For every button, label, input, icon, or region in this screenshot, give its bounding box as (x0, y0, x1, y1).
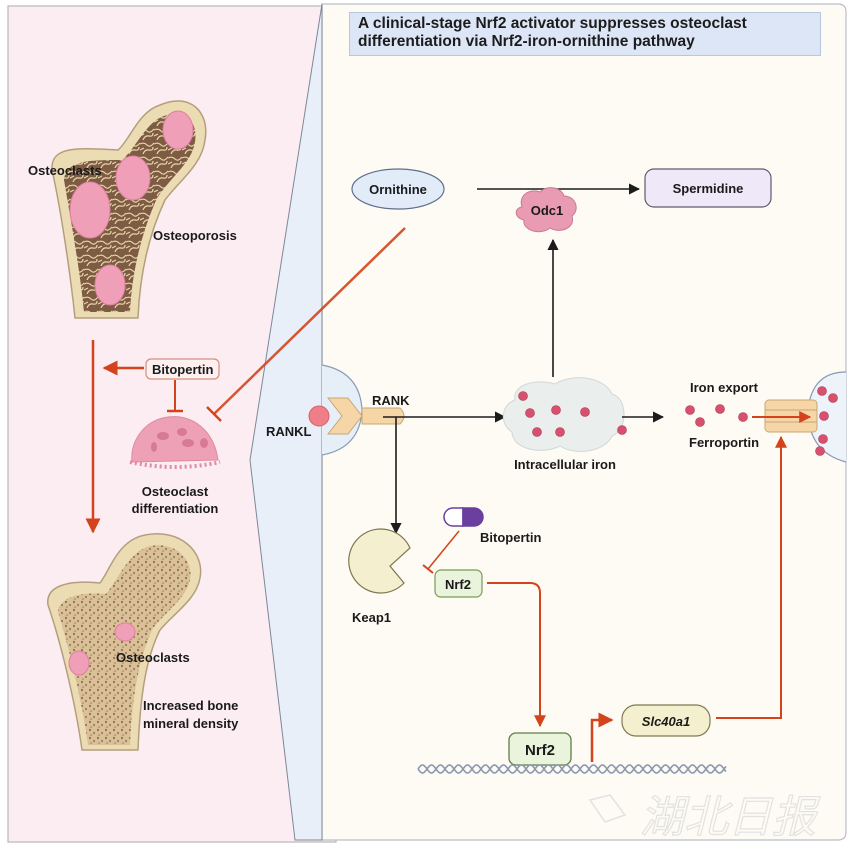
odc1-label: Odc1 (531, 203, 564, 218)
outcome-label-line2: mineral density (143, 716, 239, 731)
osteoporotic-femur (51, 100, 207, 319)
osteoclasts-label-bottom: Osteoclasts (116, 650, 190, 665)
osteoclast-icon (94, 264, 126, 306)
ornithine-label: Ornithine (369, 182, 427, 197)
spermidine-label: Spermidine (673, 181, 744, 196)
intracellular-iron-label: Intracellular iron (514, 457, 616, 472)
osteoclast-icon (69, 181, 111, 239)
title-line-1: A clinical-stage Nrf2 activator suppress… (358, 15, 747, 32)
osteoclast-icon (114, 622, 136, 642)
dna-strand-b (417, 764, 727, 774)
nrf2-cytoplasm-label: Nrf2 (445, 577, 471, 592)
transcription-arrow (590, 712, 614, 762)
watermark-logo-icon (588, 794, 627, 823)
slc40a1-label: Slc40a1 (642, 714, 690, 729)
iron-export-label: Iron export (690, 380, 759, 395)
osteoporosis-label: Osteoporosis (153, 228, 237, 243)
osteoclast-icon (68, 650, 90, 676)
rank-receptor (326, 397, 363, 435)
bitopertin-pill-icon (443, 507, 484, 527)
keap1-protein (348, 528, 411, 594)
osteoclast-icon (162, 110, 194, 150)
nrf2-cytoplasm-node (434, 569, 483, 598)
rankl-label: RANKL (266, 424, 312, 439)
bitopertin-label: Bitopertin (480, 530, 541, 545)
ornithine-node (351, 168, 445, 210)
dna-helix (417, 764, 727, 774)
odc1-enzyme (515, 187, 577, 233)
nrf2-nuclear-label: Nrf2 (525, 742, 555, 759)
title-line-2: differentiation via Nrf2-iron-ornithine … (358, 33, 695, 50)
bitopertin-left-label: Bitopertin (152, 362, 213, 377)
ferroportin-label: Ferroportin (689, 435, 759, 450)
osteoclast-label-line2: differentiation (132, 501, 219, 516)
ornithine-inhibition-line (213, 227, 406, 415)
keap1-label: Keap1 (352, 610, 391, 625)
bitopertin-left-box (145, 358, 220, 380)
spermidine-node (644, 168, 772, 208)
osteoclast-icon (115, 155, 151, 201)
exported-iron-particles (685, 404, 748, 427)
outcome-label-line1: Increased bone (143, 698, 238, 713)
slc40a1-to-ferroportin-arrow (716, 435, 787, 719)
extracellular-iron (815, 386, 838, 456)
osteoclast-cell (129, 416, 221, 469)
bitopertin-keap1-inhibition (427, 530, 460, 570)
rankl-ligand (308, 405, 330, 427)
intracellular-iron-pool (502, 377, 625, 452)
rank-label: RANK (372, 393, 410, 408)
iron-particles (518, 391, 627, 437)
osteoclast-label-line1: Osteoclast (142, 484, 209, 499)
zoom-wedge (249, 3, 323, 841)
osteoclasts-label-top: Osteoclasts (28, 163, 102, 178)
watermark: 湖北日报 (640, 792, 821, 843)
dna-strand-a (417, 764, 727, 774)
nrf2-translocation-arrow (487, 582, 546, 728)
healthy-femur (47, 533, 202, 751)
slc40a1-gene-node (621, 704, 711, 737)
figure-title: A clinical-stage Nrf2 activator suppress… (349, 12, 821, 56)
